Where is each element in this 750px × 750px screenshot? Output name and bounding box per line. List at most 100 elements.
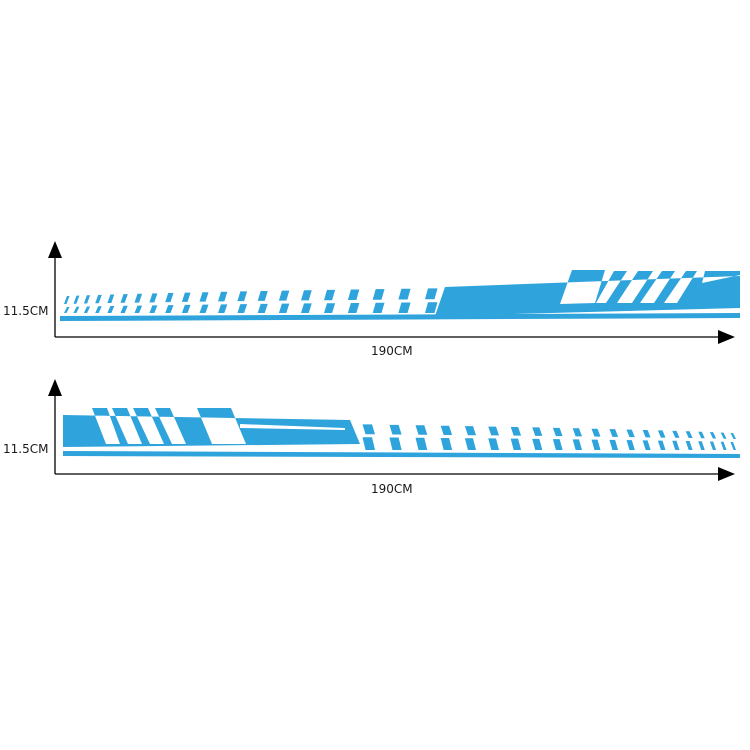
decal-underline-stripe [60,313,740,321]
decal-dash [120,305,128,313]
height-dimension-label: 11.5CM [3,304,49,318]
decal-dash [301,303,312,313]
decal-dash [389,437,402,450]
width-dimension-label: 190CM [371,344,413,358]
decal-dash [149,293,158,303]
decal-dash [657,440,666,450]
stripe-decal-bottom [63,408,740,458]
decal-dash [609,429,619,437]
decal-dash [657,430,666,438]
arrow-up-icon [48,379,62,396]
decal-dash [324,289,336,301]
decal-dash [730,442,736,450]
decal-dash [301,290,312,301]
decal-dash [440,437,453,450]
arrow-up-icon [48,241,62,258]
decal-dash [609,439,619,450]
width-dimension-label: 190CM [371,482,413,496]
decal-dash [257,303,268,313]
decal-dash [95,294,102,304]
decal-dash [532,427,543,436]
decal-main-wedge [63,408,360,447]
decal-dash [83,295,91,304]
decal-dash [165,292,174,303]
decal-dash [347,302,360,313]
decal-dash [532,438,543,450]
decal-dash [107,306,115,313]
decal-dash [572,439,582,450]
decal-dash [672,440,680,450]
decal-dash [626,429,635,438]
decal-dash [278,303,290,313]
decal-dash [64,307,70,313]
arrow-right-icon [718,467,735,481]
height-axis [48,241,62,337]
decal-dash [218,291,228,302]
decal-dash [464,438,476,450]
decal-dash [199,304,209,313]
decal-dash [372,302,385,313]
decal-dash [73,306,80,313]
decal-dash [95,306,102,313]
decal-dash [464,426,476,436]
decal-dash [488,426,499,436]
decal-dash [698,441,705,450]
height-dimension-label: 11.5CM [3,442,49,456]
width-axis [55,467,735,481]
decal-dash [440,425,453,435]
decal-dash [120,294,128,303]
decal-dash [730,433,736,439]
decal-dash [552,439,563,450]
decal-dash [685,441,693,450]
decal-dash [552,427,563,437]
decal-dash-pattern [64,288,438,313]
decal-dash [510,438,522,450]
decal-underline-stripe [63,451,740,458]
decal-dash [278,290,290,301]
decal-dash [698,431,705,439]
decal-dash [362,424,375,435]
decal-dash [709,441,717,450]
decal-dash [398,302,411,313]
width-axis [55,330,735,344]
decal-panel-top [48,241,740,344]
decal-dash [181,304,191,313]
decal-dash [642,440,651,450]
decal-dash-pattern [362,424,736,450]
decal-dash [488,438,499,450]
decal-dash [199,292,209,302]
decal-dash [237,304,248,313]
decal-dash [510,427,522,436]
decal-dash [720,441,727,450]
decal-dash [415,437,428,450]
decal-dash [134,293,143,303]
decal-dash [149,305,158,313]
decal-dash [257,291,268,301]
decal-dash [398,288,411,300]
decal-dash [709,432,717,439]
decal-dash [107,294,115,304]
decal-dash [572,428,582,437]
height-axis [48,379,62,474]
decal-dash [685,431,693,439]
decal-dash [73,295,80,304]
decal-dash [642,430,651,438]
decal-dash [672,430,680,438]
decal-dash [165,305,174,313]
decal-dash [237,291,248,302]
decal-dash [347,289,360,300]
decal-dash [415,425,428,435]
stripe-decal-top [60,270,740,321]
decal-dash [591,428,601,437]
arrow-right-icon [718,330,735,344]
decal-dash [626,440,635,450]
decal-dash [389,424,402,435]
decal-main-wedge [435,270,740,316]
decal-panel-bottom [48,379,740,481]
decal-dash [591,439,601,450]
decal-dash [425,288,438,300]
decal-dash [181,292,191,302]
decal-dash [362,437,375,450]
decal-dash [720,432,727,439]
